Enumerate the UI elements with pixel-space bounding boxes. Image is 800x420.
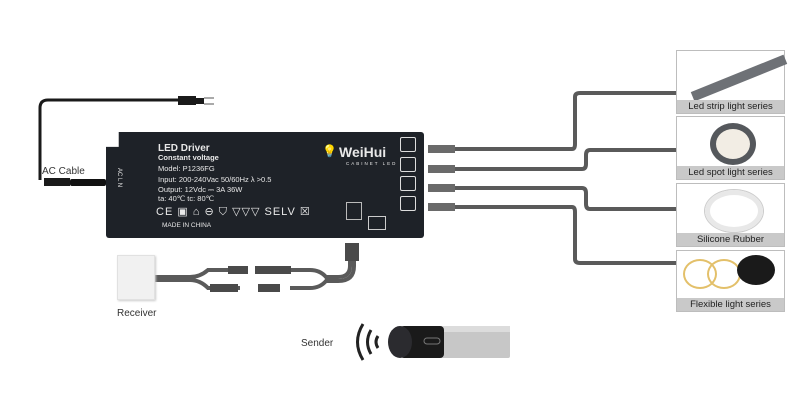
sensor-port-icon	[346, 202, 362, 220]
flexible-strip-coil-image	[707, 259, 741, 289]
output-port-1	[400, 137, 416, 152]
driver-input: Input: 200-240Vac 50/60Hz λ >0.5	[158, 175, 272, 184]
product-caption: Led strip light series	[677, 100, 784, 113]
receiver-label: Receiver	[117, 308, 157, 319]
product-card-strip: Led strip light series	[676, 50, 788, 114]
sender-label: Sender	[301, 338, 334, 349]
product-card-spot: Led spot light series	[676, 116, 785, 180]
plug-body	[178, 96, 196, 105]
output-port-2	[400, 157, 416, 172]
ac-input-markings: AC L N	[116, 168, 122, 188]
flexible-reel-image	[737, 255, 775, 285]
product-caption: Flexible light series	[677, 298, 784, 311]
output-port-4	[400, 196, 416, 211]
product-caption: Led spot light series	[677, 166, 784, 179]
driver-output: Output: 12Vdc ⎓ 3A 36W	[158, 185, 243, 194]
strip-light-image	[690, 54, 788, 102]
brand-subtitle: CABINET LED	[346, 161, 398, 166]
product-card-flexible: Flexible light series	[676, 250, 785, 312]
driver-temps: ta: 40℃ tc: 80℃	[158, 194, 215, 203]
product-card-silicone: Silicone Rubber	[676, 183, 785, 247]
led-driver: AC L N LED Driver Constant voltage Model…	[106, 132, 424, 238]
lightbulb-logo-icon: 💡	[322, 144, 337, 158]
driver-model: Model: P1236FG	[158, 164, 215, 173]
output-port-3	[400, 176, 416, 191]
made-in-label: MADE IN CHINA	[162, 222, 212, 229]
certification-icons: CE ▣ ⌂ ⊖ ⛉ ▽▽▽ SELV ☒	[156, 206, 311, 218]
brand-logo: WeiHui	[339, 144, 387, 160]
silicone-rubber-image	[705, 190, 763, 232]
driver-title: LED Driver	[158, 143, 210, 154]
signal-waves	[356, 323, 380, 361]
driver-subtitle: Constant voltage	[158, 153, 219, 162]
product-caption: Silicone Rubber	[677, 233, 784, 246]
spot-light-image	[710, 123, 756, 165]
ac-cable-label: AC Cable	[42, 166, 85, 177]
receiver-device	[117, 255, 155, 300]
dimmer-port-icon	[368, 216, 386, 230]
